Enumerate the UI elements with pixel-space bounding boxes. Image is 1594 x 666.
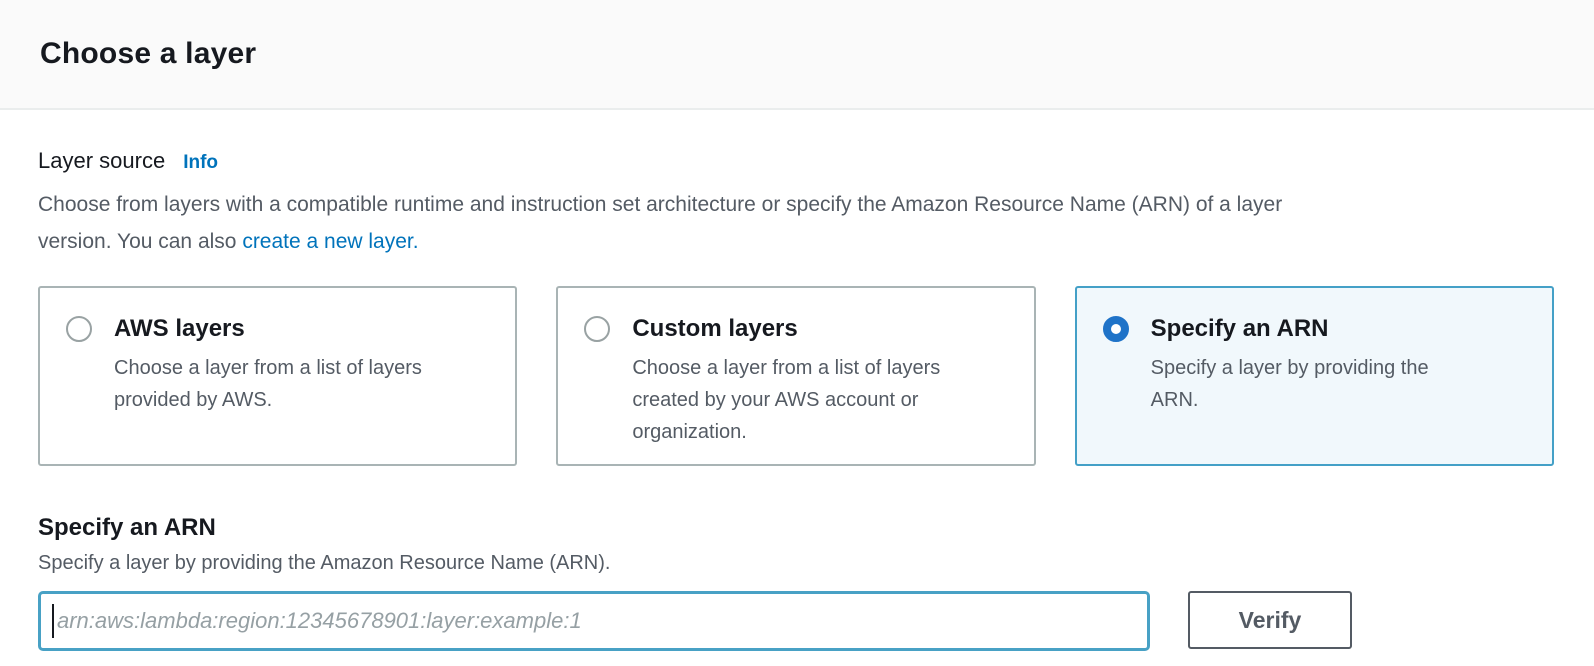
page-title: Choose a layer [40,37,257,70]
create-new-layer-link[interactable]: create a new layer. [242,230,419,253]
option-specify-an-arn[interactable]: Specify an ARN Specify a layer by provid… [1074,286,1554,466]
option-title: AWS layers [114,315,245,342]
arn-input-row: Verify [38,591,1554,651]
layer-source-label: Layer source [38,148,166,173]
choose-a-layer-panel: Choose a layer Layer source Info Choose … [0,0,1594,651]
specify-arn-title: Specify an ARN [38,514,216,541]
radio-custom-layers[interactable] [584,316,611,342]
info-link[interactable]: Info [183,152,219,173]
option-title: Specify an ARN [1150,315,1329,342]
layer-source-label-row: Layer source Info [38,148,1554,174]
layer-source-description: Choose from layers with a compatible run… [38,186,1554,260]
arn-input[interactable] [38,591,1150,651]
specify-arn-description: Specify a layer by providing the Amazon … [38,552,611,574]
option-aws-layers[interactable]: AWS layers Choose a layer from a list of… [38,286,518,466]
option-aws-layers-text: AWS layers Choose a layer from a list of… [114,312,444,416]
radio-specify-an-arn[interactable] [1102,316,1129,342]
option-description: Choose a layer from a list of layers pro… [114,357,422,411]
verify-button[interactable]: Verify [1188,591,1352,649]
panel-body: Layer source Info Choose from layers wit… [0,110,1594,651]
option-specify-an-arn-text: Specify an ARN Specify a layer by provid… [1151,312,1481,416]
radio-aws-layers[interactable] [66,316,92,342]
panel-header: Choose a layer [0,0,1594,110]
option-description: Choose a layer from a list of layers cre… [632,357,941,443]
layer-source-options: AWS layers Choose a layer from a list of… [38,286,1554,466]
option-custom-layers-text: Custom layers Choose a layer from a list… [632,312,962,448]
description-line1: Choose from layers with a compatible run… [38,193,1283,216]
arn-input-wrapper [38,591,1150,651]
option-title: Custom layers [632,315,798,342]
description-line2: version. You can also [38,230,243,253]
text-caret [52,604,54,638]
option-custom-layers[interactable]: Custom layers Choose a layer from a list… [556,286,1036,466]
option-description: Specify a layer by providing the ARN. [1150,357,1429,411]
